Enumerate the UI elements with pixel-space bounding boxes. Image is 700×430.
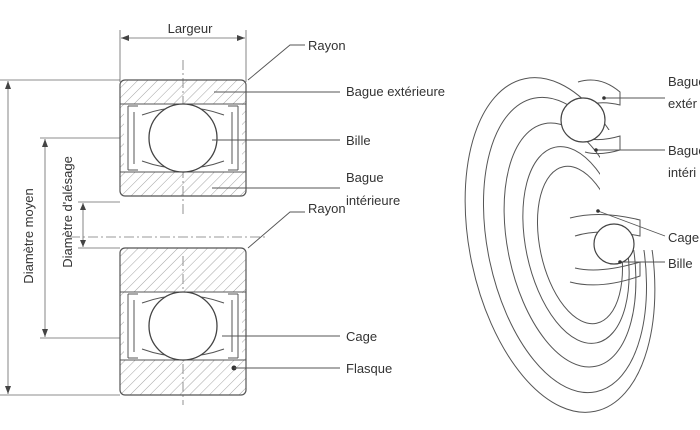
label-rayon-bottom: Rayon [308,201,346,216]
bore-diameter-dimension [40,137,120,339]
isometric-view: Bague extér Bague intéri Cage Bille [464,74,700,413]
label-bille: Bille [346,133,371,148]
bottom-ring-section [119,247,247,396]
label-rayon-top: Rayon [308,38,346,53]
label-bague-exterieure: Bague extérieure [346,84,445,99]
label-largeur: Largeur [168,21,213,36]
label-diametre-alesage: Diamètre d'alésage [60,156,75,268]
leader-lines [212,44,340,369]
cross-section-view: Largeur Rayon Bague extérieure Bille Bag… [0,21,445,405]
iso-bottom-ball [593,223,635,265]
bore-inner-dimension [78,201,120,249]
iso-label-bague-ext-2: extér [668,96,698,111]
iso-label-bague-int-1: Bague [668,143,700,158]
iso-label-cage: Cage [668,230,699,245]
width-dimension [119,30,247,82]
label-diametre-moyen: Diamètre moyen [21,188,36,283]
label-bague-interieure-2: intérieure [346,193,400,208]
mean-diameter-dimension [0,79,120,396]
iso-label-bille: Bille [668,256,693,271]
iso-top-ball [560,97,606,143]
top-ring-section [119,79,247,197]
iso-label-bague-int-2: intéri [668,165,696,180]
label-cage: Cage [346,329,377,344]
top-ball [148,103,218,173]
bottom-ball [148,291,218,361]
iso-label-bague-ext-1: Bague [668,74,700,89]
label-bague-interieure-1: Bague [346,170,384,185]
label-flasque: Flasque [346,361,392,376]
